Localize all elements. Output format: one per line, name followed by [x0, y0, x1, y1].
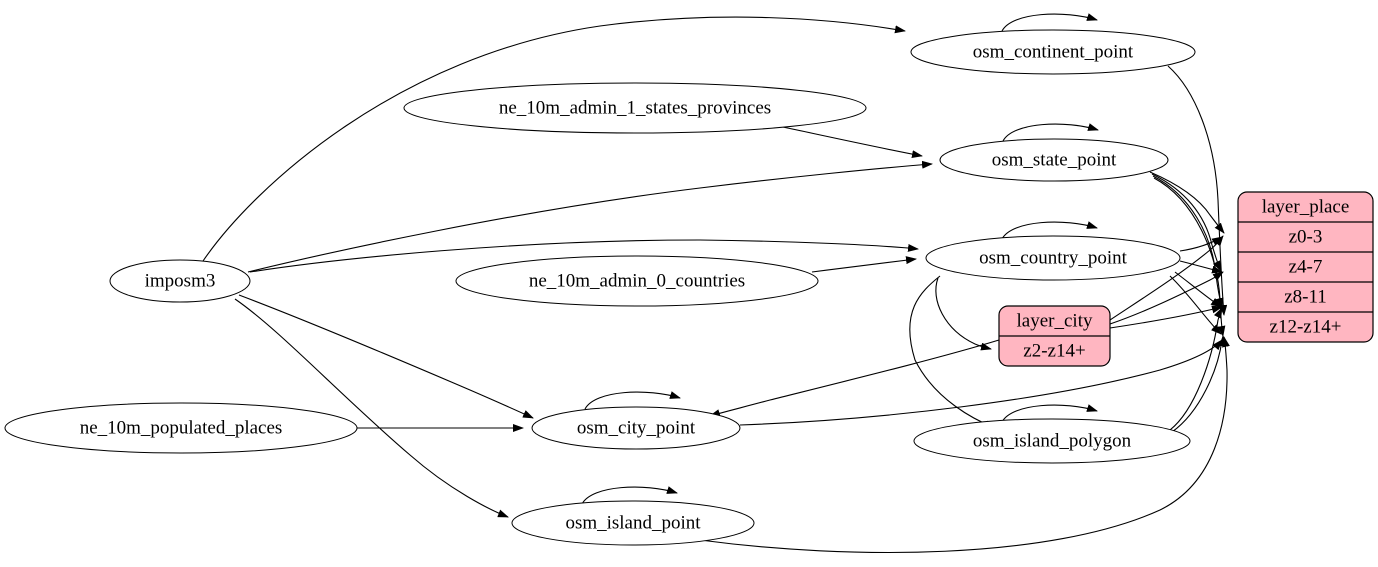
node-label: imposm3 [145, 270, 216, 291]
graph-self-loop [1002, 123, 1099, 142]
graph-self-loop [1001, 221, 1098, 240]
graph-edge [234, 298, 509, 518]
graph-edge [247, 160, 933, 273]
node-label: osm_island_point [565, 512, 701, 533]
node-shape [455, 255, 819, 307]
graph-edge [699, 336, 1230, 554]
node-label: osm_country_point [979, 247, 1127, 268]
graph-edge [935, 277, 992, 351]
node-shape [913, 418, 1191, 464]
graph-edge [1109, 271, 1224, 325]
graph-node-ne_10m_admin_0_countries[interactable]: ne_10m_admin_0_countries [455, 255, 819, 307]
graph-edge [1109, 235, 1224, 321]
node-label: osm_continent_point [973, 41, 1134, 62]
nodes-layer: imposm3 ne_10m_populated_places ne_10m_adm… [4, 29, 1196, 546]
graph-self-loop [584, 391, 681, 410]
self-loops-layer [581, 13, 1099, 505]
node-label: osm_island_polygon [973, 430, 1132, 451]
graph-edge [811, 256, 917, 273]
graph-edge [1167, 65, 1228, 316]
record-row-label[interactable]: layer_place [1262, 196, 1350, 217]
record-row-label[interactable]: z4-7 [1289, 256, 1323, 277]
record-row-label[interactable]: z0-3 [1289, 226, 1323, 247]
record-outline [998, 305, 1111, 367]
node-shape [925, 235, 1181, 281]
graph-node-osm_city_point[interactable]: osm_city_point [531, 406, 741, 450]
graph-edge [1171, 335, 1227, 433]
graph-node-osm_continent_point[interactable]: osm_continent_point [910, 29, 1196, 75]
record-row-label[interactable]: layer_city [1017, 310, 1093, 331]
record-row-label[interactable]: z2-z14+ [1023, 340, 1085, 361]
graph-edge [909, 275, 996, 429]
graph-self-loop [1001, 13, 1098, 32]
graph-edge [1169, 307, 1223, 431]
node-label: ne_10m_admin_1_states_provinces [499, 97, 771, 118]
edges-layer [202, 16, 1230, 554]
graph-edge [739, 339, 1223, 426]
node-label: ne_10m_admin_0_countries [529, 270, 745, 291]
graph-edge [249, 239, 919, 273]
node-shape [910, 29, 1196, 75]
record-node-layer_place[interactable]: layer_place z0-3 z4-7 z8-11 z12-z14+ [1237, 191, 1374, 343]
record-node-layer_city[interactable]: layer_city z2-z14+ [998, 305, 1111, 367]
record-outline [1237, 191, 1374, 343]
graph-edge [1179, 260, 1223, 274]
record-background [1238, 192, 1373, 342]
record-row-label[interactable]: z8-11 [1284, 286, 1327, 307]
graph-node-imposm3[interactable]: imposm3 [109, 259, 251, 303]
graph-node-osm_island_polygon[interactable]: osm_island_polygon [913, 418, 1191, 464]
node-label: ne_10m_populated_places [80, 417, 283, 438]
graph-edge [1149, 171, 1225, 234]
graph-edge [1153, 177, 1226, 337]
node-shape [109, 259, 251, 303]
graph-edge [1109, 305, 1223, 329]
graph-node-ne_10m_populated_places[interactable]: ne_10m_populated_places [4, 402, 358, 454]
records-layer: layer_city z2-z14+ layer_place z0-3 z4-7 z8-1… [998, 191, 1374, 367]
node-shape [403, 82, 867, 134]
graph-node-osm_country_point[interactable]: osm_country_point [925, 235, 1181, 281]
node-shape [4, 402, 358, 454]
graph-node-ne_10m_admin_1_states_provinces[interactable]: ne_10m_admin_1_states_provinces [403, 82, 867, 134]
graph-node-osm_state_point[interactable]: osm_state_point [939, 138, 1169, 182]
graph-self-loop [581, 486, 678, 505]
graph-edge [1169, 275, 1222, 335]
record-row-label[interactable]: z12-z14+ [1270, 316, 1342, 337]
graph-edge [238, 294, 534, 419]
node-shape [511, 500, 755, 546]
graph-self-loop [1001, 404, 1098, 423]
graph-edge [782, 126, 923, 159]
graph-node-osm_island_point[interactable]: osm_island_point [511, 500, 755, 546]
node-shape [531, 406, 741, 450]
graph-edge [709, 339, 1000, 417]
node-shape [939, 138, 1169, 182]
graph-edge [1174, 271, 1222, 308]
node-label: osm_city_point [577, 417, 696, 438]
node-label: osm_state_point [992, 149, 1117, 170]
graph-edge [202, 16, 906, 262]
